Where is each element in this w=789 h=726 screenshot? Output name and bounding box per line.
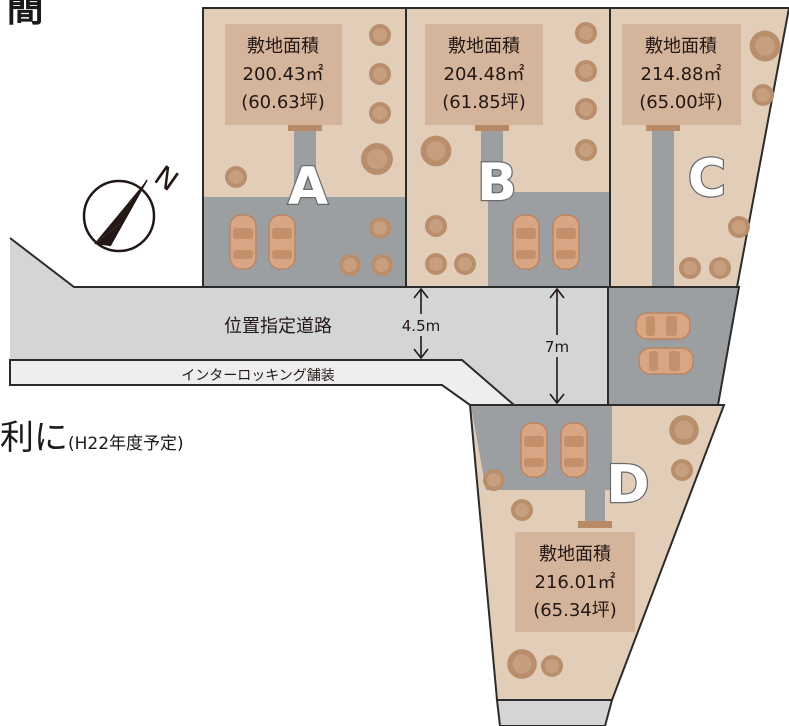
lot-a-area-tsubo: (60.63坪) xyxy=(241,92,325,113)
lot-d-area-tsubo: (65.34坪) xyxy=(533,600,617,621)
lot-c-parking xyxy=(607,286,741,406)
road-name-label: 位置指定道路 xyxy=(224,316,332,337)
lot-c-area-tsubo: (65.00坪) xyxy=(639,92,723,113)
lot-b[interactable] xyxy=(405,7,611,288)
road-width-main-label: 4.5m xyxy=(402,317,440,335)
lot-a[interactable] xyxy=(202,7,407,288)
lot-d-area-label: 敷地面積 xyxy=(539,544,611,565)
north-arrow-icon xyxy=(82,179,156,253)
lot-d-letter: D xyxy=(606,455,649,515)
lot-c-letter: C xyxy=(688,149,726,209)
lower-driveway xyxy=(495,699,614,726)
lot-b-letter: B xyxy=(477,153,517,213)
cropped-heading-fragment: 簡 xyxy=(6,0,45,30)
lot-a-area-label: 敷地面積 xyxy=(247,36,319,57)
lot-b-area-tsubo: (61.85坪) xyxy=(442,92,526,113)
lot-b-area-value: 204.48㎡ xyxy=(444,63,525,85)
lot-d[interactable] xyxy=(468,404,726,701)
cropped-text-fragment: 利に(H22年度予定) xyxy=(0,418,184,464)
lot-a-letter: A xyxy=(288,157,328,217)
paving-label: インターロッキング舗装 xyxy=(181,368,335,384)
lot-c-area-label: 敷地面積 xyxy=(645,36,717,57)
road-surface xyxy=(10,238,608,405)
cropped-text-main: 利に xyxy=(0,418,68,458)
compass-north-label: N xyxy=(148,159,184,198)
lot-b-area-label: 敷地面積 xyxy=(448,36,520,57)
lot-c-area-value: 214.88㎡ xyxy=(641,63,722,85)
lot-d-area-value: 216.01㎡ xyxy=(535,571,616,593)
lot-a-area-value: 200.43㎡ xyxy=(243,63,324,85)
road-width-wide-label: 7m xyxy=(545,338,569,356)
cropped-text-note: (H22年度予定) xyxy=(68,434,184,454)
